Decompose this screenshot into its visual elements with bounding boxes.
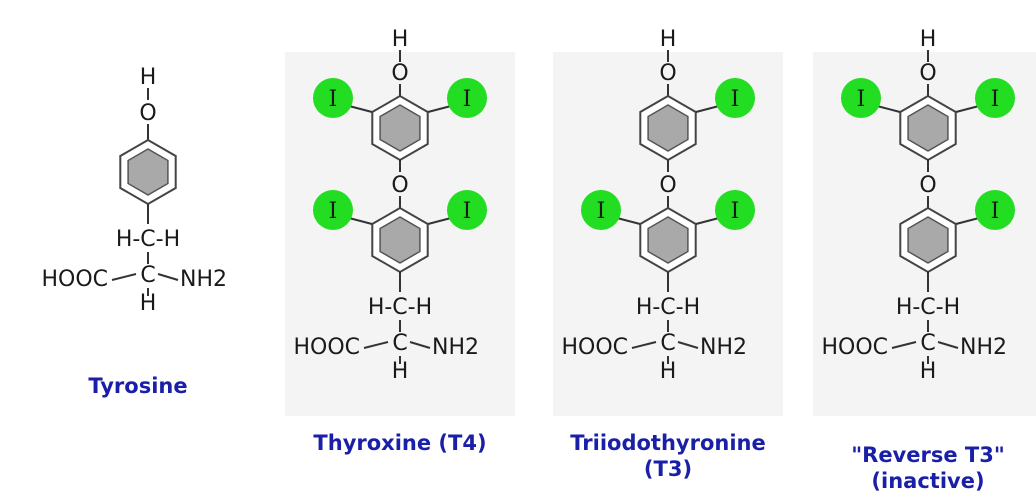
iodine-atom [715, 78, 755, 118]
hydroxyl-h-label: H [392, 27, 409, 52]
iodine-atom [447, 78, 487, 118]
alpha-h-label: H [920, 359, 937, 384]
iodine-bond [616, 217, 641, 225]
alpha-carbon-label: C [140, 263, 155, 288]
aromatic-inner-ring [127, 148, 169, 196]
amino-group-label: NH2 [180, 267, 227, 292]
carboxyl-group-label: HOOC [821, 335, 888, 360]
amino-group-label: NH2 [432, 335, 479, 360]
iodine-atom [715, 190, 755, 230]
iodine-bond [955, 105, 980, 113]
aromatic-inner-ring [647, 216, 689, 264]
ether-oxygen-label: O [659, 173, 676, 198]
ch2-group-label: H-C-H [636, 295, 700, 320]
hydroxyl-o-label: O [391, 61, 408, 86]
hydroxyl-o-label: O [139, 101, 156, 126]
iodine-label: I [991, 87, 1000, 112]
iodine-label: I [991, 199, 1000, 224]
carboxyl-bond [891, 341, 917, 349]
aromatic-inner-ring [647, 104, 689, 152]
iodine-bond [348, 105, 373, 113]
molecule-caption-line: Triiodothyronine [570, 431, 765, 455]
iodine-label: I [731, 199, 740, 224]
aromatic-inner-ring [907, 216, 949, 264]
iodine-bond [876, 105, 901, 113]
hydroxyl-o-label: O [659, 61, 676, 86]
iodine-label: I [329, 199, 338, 224]
carboxyl-bond [631, 341, 657, 349]
iodine-label: I [731, 87, 740, 112]
hydroxyl-h-label: H [660, 27, 677, 52]
ch2-group-label: H-C-H [116, 227, 180, 252]
hydroxyl-h-label: H [920, 27, 937, 52]
iodine-bond [427, 105, 452, 113]
aromatic-inner-ring [379, 104, 421, 152]
alpha-carbon-label: C [920, 331, 935, 356]
alpha-carbon-label: C [660, 331, 675, 356]
molecule-caption-line: "Reverse T3" [851, 443, 1005, 467]
iodine-atom [447, 190, 487, 230]
iodine-atom [581, 190, 621, 230]
alpha-h-label: H [392, 359, 409, 384]
amino-bond [157, 273, 179, 281]
carboxyl-group-label: HOOC [293, 335, 360, 360]
molecule-caption-line: (T3) [644, 457, 692, 481]
alpha-carbon-label: C [392, 331, 407, 356]
iodine-label: I [857, 87, 866, 112]
iodine-bond [695, 217, 720, 225]
aromatic-inner-ring [907, 104, 949, 152]
amino-bond [409, 341, 431, 349]
hydroxyl-h-label: H [140, 65, 157, 90]
amino-bond [677, 341, 699, 349]
molecule-caption-line: Thyroxine (T4) [313, 431, 486, 455]
carboxyl-bond [363, 341, 389, 349]
molecule-caption-line: (inactive) [871, 469, 984, 493]
iodine-bond [695, 105, 720, 113]
ether-oxygen-label: O [391, 173, 408, 198]
iodine-label: I [463, 87, 472, 112]
iodine-label: I [597, 199, 606, 224]
iodine-atom [313, 190, 353, 230]
carboxyl-bond [111, 273, 137, 281]
iodine-atom [975, 78, 1015, 118]
carboxyl-group-label: HOOC [561, 335, 628, 360]
iodine-atom [975, 190, 1015, 230]
ch2-group-label: H-C-H [896, 295, 960, 320]
carboxyl-group-label: HOOC [41, 267, 108, 292]
iodine-label: I [463, 199, 472, 224]
iodine-bond [427, 217, 452, 225]
molecule-caption-line: Tyrosine [88, 374, 187, 398]
amino-group-label: NH2 [960, 335, 1007, 360]
iodine-label: I [329, 87, 338, 112]
iodine-atom [841, 78, 881, 118]
hydroxyl-o-label: O [919, 61, 936, 86]
amino-group-label: NH2 [700, 335, 747, 360]
alpha-h-label: H [660, 359, 677, 384]
iodine-atom [313, 78, 353, 118]
aromatic-inner-ring [379, 216, 421, 264]
ch2-group-label: H-C-H [368, 295, 432, 320]
ether-oxygen-label: O [919, 173, 936, 198]
alpha-h-label: H [140, 291, 157, 316]
iodine-bond [955, 217, 980, 225]
iodine-bond [348, 217, 373, 225]
amino-bond [937, 341, 959, 349]
